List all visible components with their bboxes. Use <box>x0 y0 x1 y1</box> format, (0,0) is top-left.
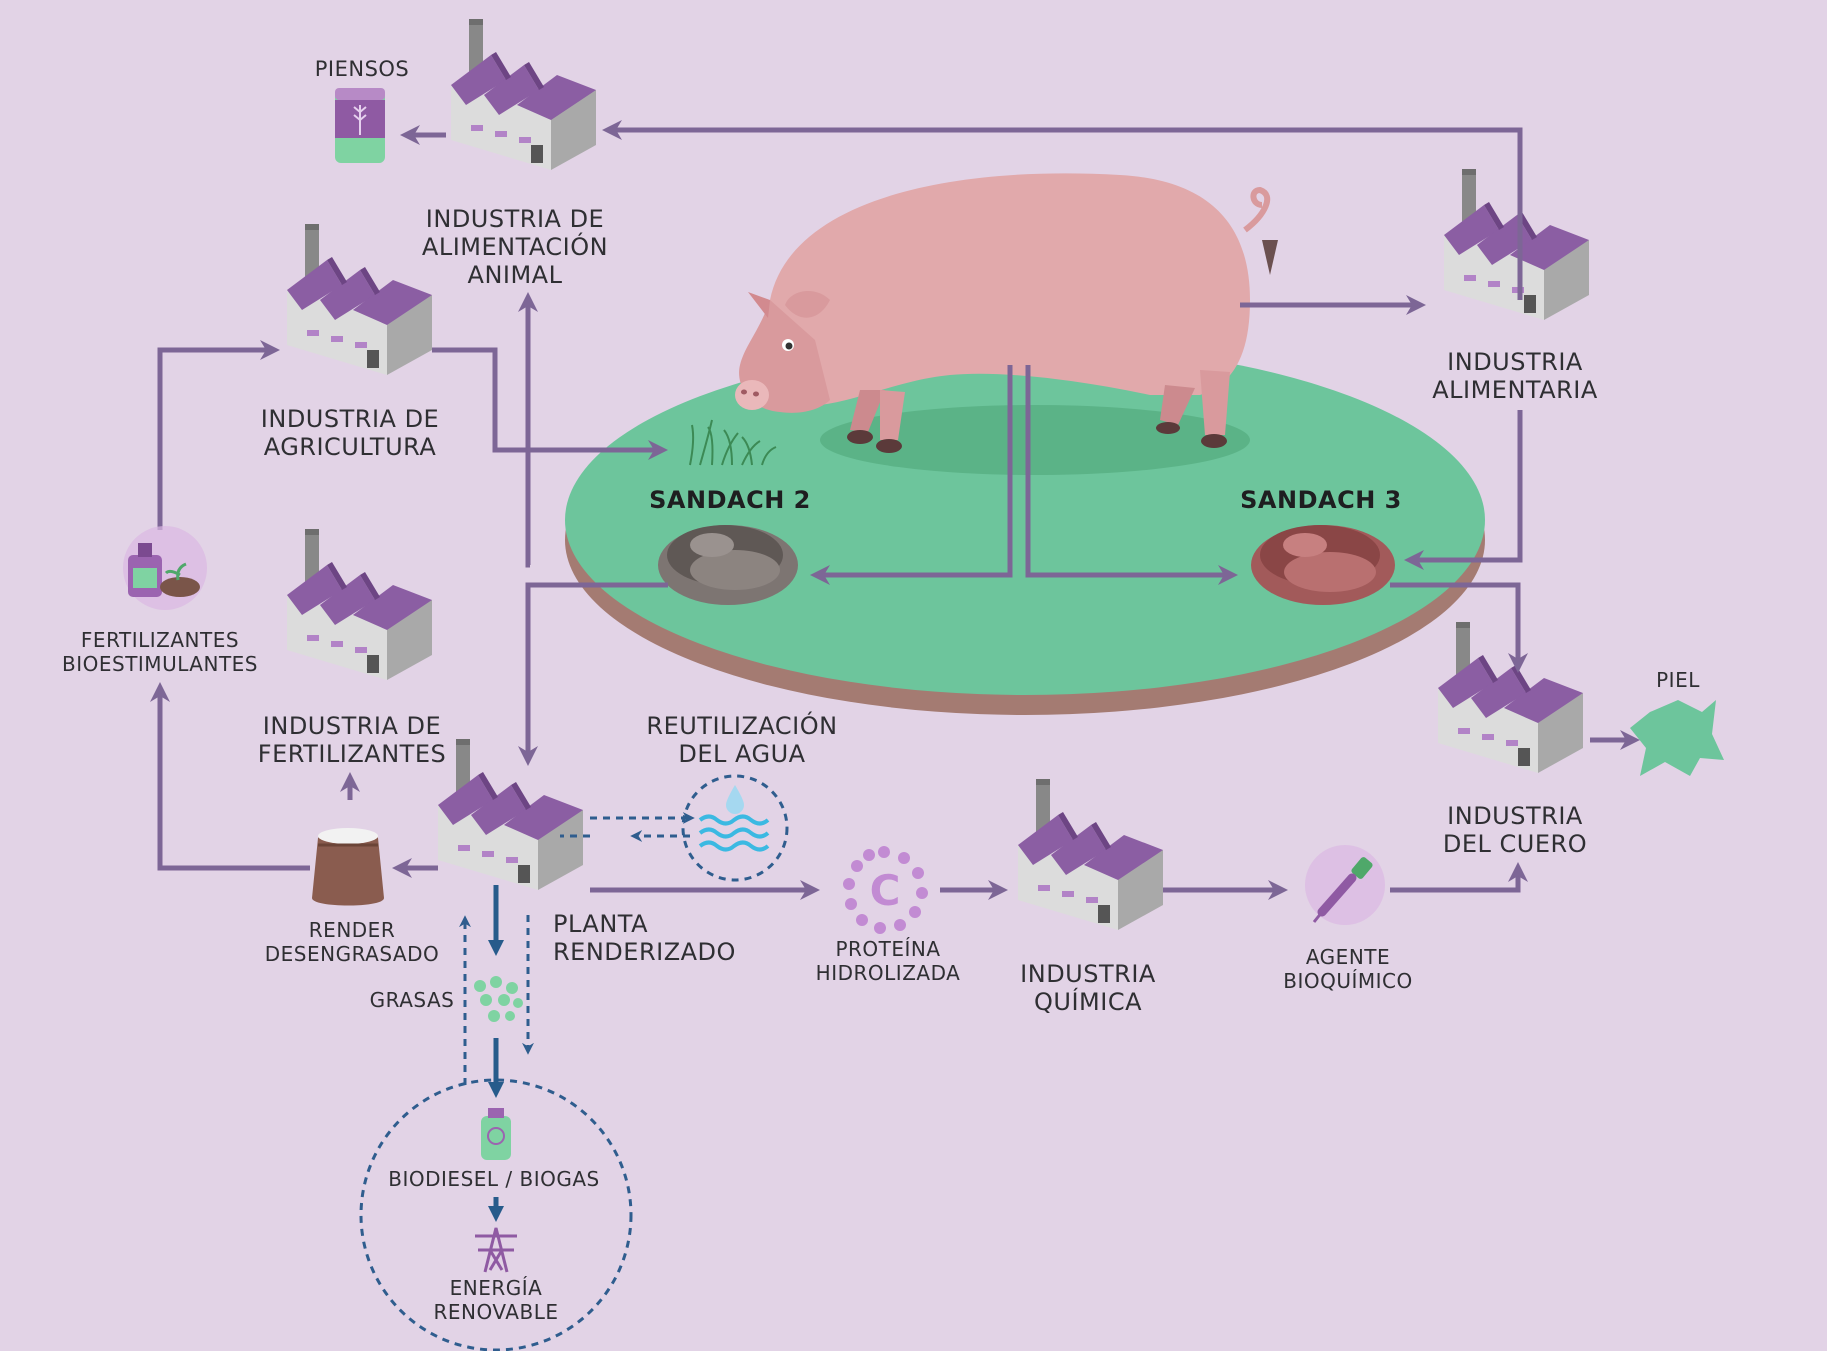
fertilizer-bottle-icon <box>123 526 207 610</box>
factory-icon <box>1438 622 1583 773</box>
label-line: INDUSTRIA <box>1447 802 1583 830</box>
factory-icon <box>287 224 432 375</box>
agente-bioquimico-label: AGENTE BIOQUÍMICO <box>1283 945 1413 993</box>
flow-arrows <box>150 120 1640 900</box>
hide-icon <box>1630 700 1724 776</box>
label-line: FERTILIZANTES <box>80 628 240 652</box>
label-line: ENERGÍA <box>449 1276 543 1300</box>
label-line: INDUSTRIA <box>1447 348 1583 376</box>
power-tower-icon <box>475 1227 517 1273</box>
label-line: AGENTE <box>1305 945 1391 969</box>
energy-loop-circle <box>359 1078 633 1351</box>
render-desengrasado-label: RENDER DESENGRASADO <box>265 918 440 966</box>
energia-renovable-label: ENERGÍA RENOVABLE <box>434 1276 559 1324</box>
protein-c-icon: C <box>843 846 928 934</box>
label-line: BIOQUÍMICO <box>1283 969 1413 993</box>
label-line: DEL AGUA <box>678 740 806 768</box>
label-line: INDUSTRIA DE <box>425 205 605 233</box>
label-line: REUTILIZACIÓN <box>646 712 838 740</box>
sandach-2-label: SANDACH 2 <box>649 486 811 514</box>
factory-icon <box>451 19 596 170</box>
label-line: ALIMENTACIÓN <box>421 233 609 261</box>
grass-tuft <box>689 419 777 466</box>
label-line: DEL CUERO <box>1442 830 1588 858</box>
fat-droplets-icon <box>474 976 523 1022</box>
pasture-platform <box>565 345 1485 715</box>
factory-icon <box>1444 169 1589 320</box>
label-line: HIDROLIZADA <box>815 961 961 985</box>
industria-cuero-label: INDUSTRIA DEL CUERO <box>1443 802 1587 858</box>
industria-quimica-label: INDUSTRIA QUÍMICA <box>1020 960 1156 1016</box>
label-line: RENDER <box>308 918 396 942</box>
sandach-2-pile <box>658 525 798 605</box>
industria-alimentacion-animal-label: INDUSTRIA DE ALIMENTACIÓN ANIMAL <box>422 205 608 289</box>
label-line: ANIMAL <box>467 261 563 289</box>
pig <box>735 173 1278 453</box>
factory-icon <box>438 739 583 890</box>
industria-fertilizantes-label: INDUSTRIA DE FERTILIZANTES <box>258 712 446 768</box>
planta-renderizado-label: PLANTA RENDERIZADO <box>553 910 736 966</box>
sandach-3-pile <box>1251 525 1395 605</box>
proteina-hidrolizada-label: PROTEÍNA HIDROLIZADA <box>816 937 961 985</box>
reutilizacion-agua-label: REUTILIZACIÓN DEL AGUA <box>646 712 837 768</box>
sandach-3-label: SANDACH 3 <box>1240 486 1402 514</box>
label-line: INDUSTRIA DE <box>260 405 440 433</box>
label-line: RENOVABLE <box>433 1300 559 1324</box>
factory-icon <box>1018 779 1163 930</box>
sack-icon <box>312 828 384 906</box>
grasas-label: GRASAS <box>369 988 455 1012</box>
label-line: INDUSTRIA <box>1020 960 1156 988</box>
label-line: DESENGRASADO <box>264 942 440 966</box>
label-line: ALIMENTARIA <box>1432 376 1598 404</box>
water-reuse-circle <box>681 774 789 882</box>
fuel-can-icon <box>481 1108 511 1160</box>
piel-label: PIEL <box>1656 668 1700 692</box>
label-line: RENDERIZADO <box>553 938 736 966</box>
label-line: PROTEÍNA <box>835 937 941 961</box>
feed-bag-icon <box>335 88 385 163</box>
label-line: AGRICULTURA <box>263 433 437 461</box>
label-line: FERTILIZANTES <box>257 740 447 768</box>
label-line: QUÍMICA <box>1034 988 1142 1016</box>
water-loop-arrows <box>459 812 695 1085</box>
label-line: BIOESTIMULANTES <box>62 652 258 676</box>
fertilizantes-bioestimulantes-label: FERTILIZANTES BIOESTIMULANTES <box>62 628 258 676</box>
industria-agricultura-label: INDUSTRIA DE AGRICULTURA <box>261 405 439 461</box>
dropper-icon <box>1305 845 1385 925</box>
biodiesel-biogas-label: BIODIESEL / BIOGAS <box>388 1167 600 1191</box>
industria-alimentaria-label: INDUSTRIA ALIMENTARIA <box>1432 348 1598 404</box>
svg-text:C: C <box>870 866 901 915</box>
label-line: PLANTA <box>553 910 648 938</box>
water-drop-icon <box>698 785 770 852</box>
factory-icon <box>287 529 432 680</box>
label-line: INDUSTRIA DE <box>262 712 442 740</box>
piensos-label: PIENSOS <box>314 57 410 81</box>
